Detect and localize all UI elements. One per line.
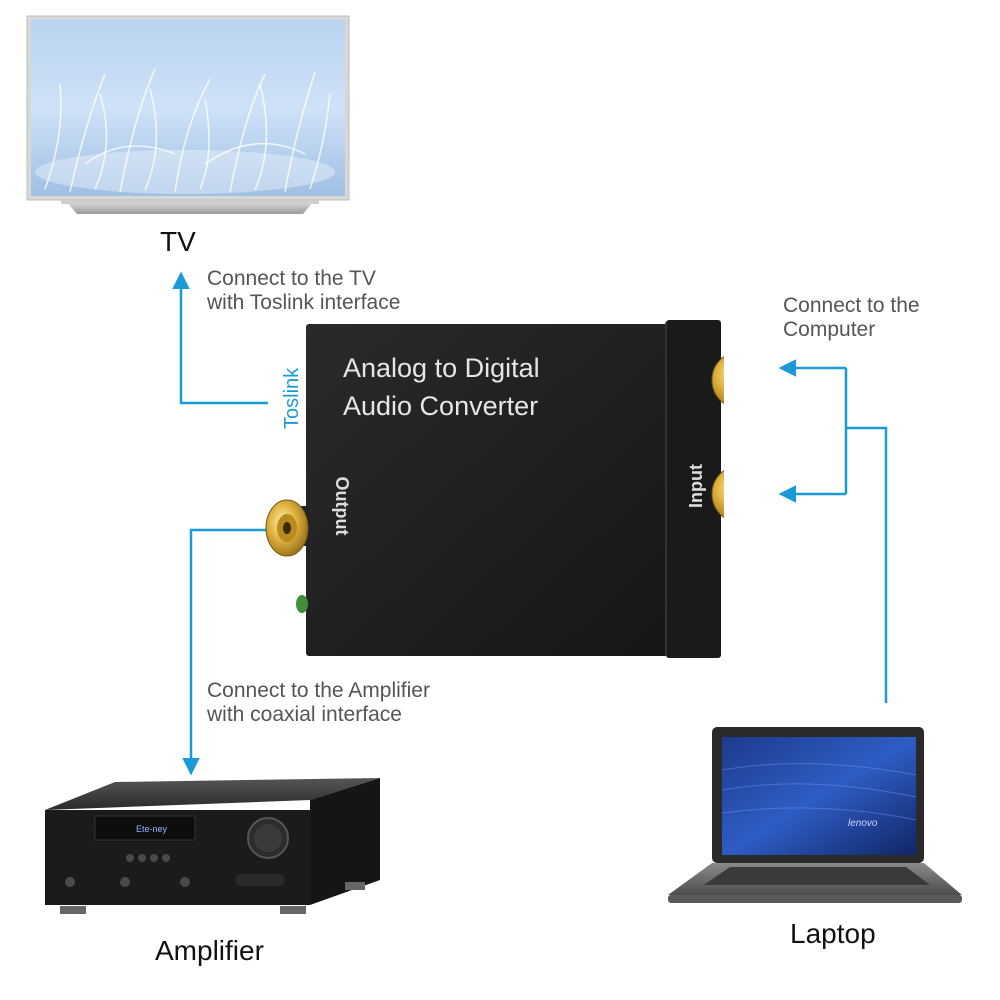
tv-annotation: Connect to the TV with Toslink interface [207,267,401,314]
toslink-label: Toslink [281,367,303,429]
laptop-label: Laptop [790,918,876,949]
input-jack-bottom-icon [711,469,724,519]
converter-title: Analog to Digital Audio Converter [343,353,540,421]
amplifier-display-text: Ete-ney [136,824,168,834]
tv-arrow [172,271,268,405]
laptop-illustration: lenovo [668,727,962,903]
laptop-brand: lenovo [848,818,878,829]
amplifier-illustration: Ete-ney [45,778,380,914]
converter-box [265,320,724,658]
input-label: Input [686,464,706,508]
tv-illustration [26,15,350,214]
input-jack-top-icon [711,355,724,405]
amplifier-label: Amplifier [155,935,264,966]
power-led-icon [296,595,308,613]
computer-annotation: Connect to the Computer [783,294,920,341]
output-label: Output [332,476,352,536]
amplifier-arrow [182,528,266,776]
amplifier-annotation: Connect to the Amplifier with coaxial in… [207,679,430,726]
laptop-arrow-trunk [846,426,888,703]
tv-label: TV [160,226,196,257]
